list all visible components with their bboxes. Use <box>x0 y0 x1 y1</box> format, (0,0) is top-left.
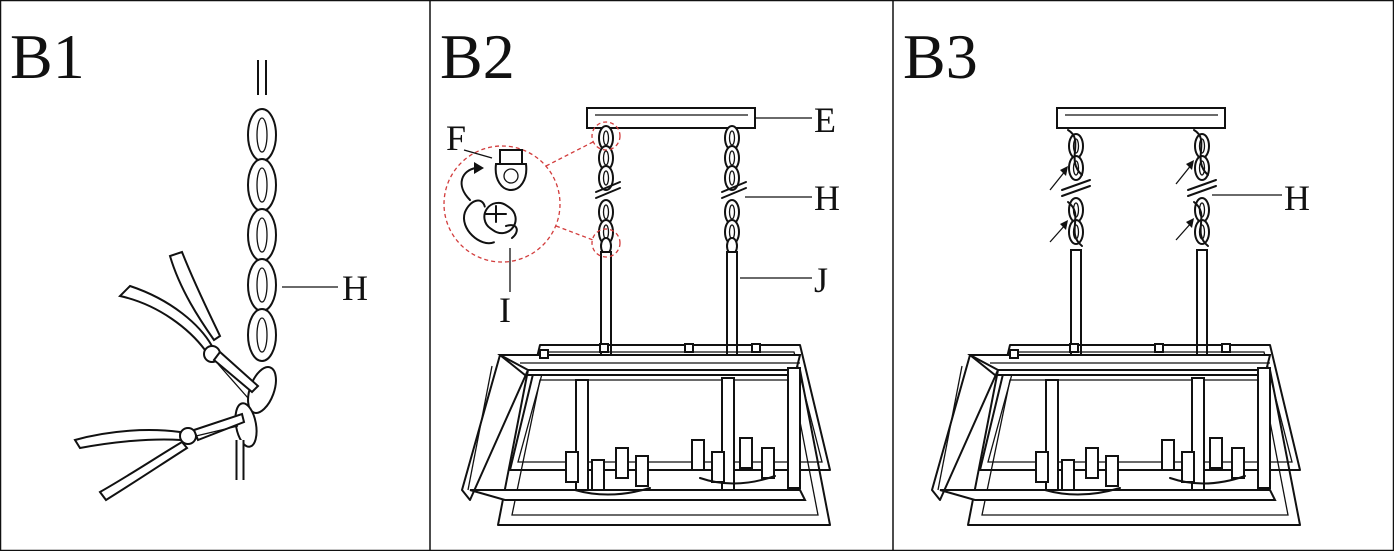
panel-title-b3: B3 <box>903 21 978 92</box>
chandelier-icon <box>461 343 831 526</box>
canopy-icon <box>494 149 528 192</box>
panel-b2: B2 E H <box>440 21 840 526</box>
pliers-icon <box>118 250 260 399</box>
detail-magnifier <box>443 145 561 263</box>
canopy-icon <box>1056 107 1226 129</box>
rotate-arrow-head <box>474 162 484 174</box>
panel-title-b2: B2 <box>440 21 515 92</box>
chain-icon <box>1061 129 1091 247</box>
label-h: H <box>1284 178 1310 218</box>
label-f: F <box>446 118 466 158</box>
quick-link-icon <box>463 199 517 245</box>
rotate-arrow-icon <box>460 167 477 201</box>
label-h: H <box>342 268 368 308</box>
chain-icon <box>721 125 747 255</box>
pointer-arrow-icon <box>1049 160 1194 243</box>
pliers-icon <box>73 412 246 502</box>
rotate-arrow-icon <box>505 224 518 239</box>
canopy-icon <box>586 107 756 129</box>
detail-marker-top <box>591 121 621 151</box>
detail-marker-bottom <box>591 228 621 258</box>
chandelier-icon <box>931 343 1301 526</box>
label-i: I <box>499 290 511 330</box>
label-e: E <box>814 100 836 140</box>
panel-b3: B3 <box>903 21 1310 526</box>
label-h: H <box>814 178 840 218</box>
label-j: J <box>814 260 828 300</box>
panel-b1: B1 H <box>10 21 368 502</box>
leader-f <box>463 149 493 159</box>
chain-icon <box>1187 129 1217 247</box>
panel-title-b1: B1 <box>10 21 85 92</box>
